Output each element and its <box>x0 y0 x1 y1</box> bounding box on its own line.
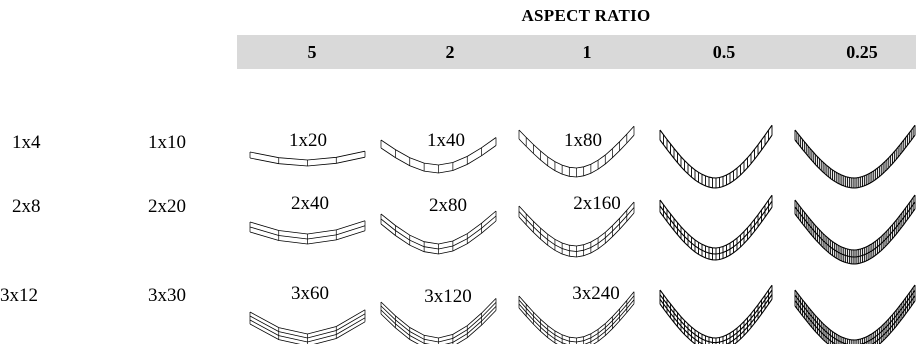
mesh-shape <box>659 194 773 261</box>
mesh-shape <box>518 201 635 258</box>
mesh-shape <box>380 137 497 174</box>
aspect-ratio-1: 1 <box>582 42 592 62</box>
mesh-shape <box>249 309 366 344</box>
mesh-label: 3x120 <box>424 286 472 307</box>
mesh-label: 1x40 <box>427 130 465 151</box>
aspect-ratio-0-5: 0.5 <box>712 42 736 62</box>
mesh-label: 2x80 <box>429 195 467 216</box>
mesh-shape <box>249 150 366 167</box>
mesh-shape <box>249 220 366 245</box>
mesh-shape <box>794 124 916 189</box>
row2-col1-label: 2x8 <box>12 196 41 217</box>
mesh-label: 2x160 <box>573 193 621 214</box>
aspect-ratio-header-band <box>237 35 916 69</box>
mesh-shape <box>518 291 635 344</box>
row1-col1-label: 1x4 <box>12 132 41 153</box>
mesh-shape <box>659 124 773 189</box>
mesh-label: 2x40 <box>291 193 329 214</box>
mesh-shape <box>659 284 773 344</box>
mesh-shape <box>518 125 635 178</box>
aspect-ratio-5: 5 <box>307 42 317 62</box>
aspect-ratio-title: ASPECT RATIO <box>521 6 651 25</box>
aspect-ratio-2: 2 <box>445 42 455 62</box>
mesh-shape <box>380 298 497 344</box>
mesh-label: 1x20 <box>289 130 327 151</box>
mesh-label: 3x240 <box>572 283 620 304</box>
mesh-label: 1x80 <box>564 130 602 151</box>
row3-col2-label: 3x30 <box>148 285 186 306</box>
mesh-shape <box>794 194 916 265</box>
row1-col2-label: 1x10 <box>148 132 186 153</box>
mesh-shape <box>380 210 497 255</box>
row3-col1-label: 3x12 <box>0 285 38 306</box>
mesh-label: 3x60 <box>291 283 329 304</box>
aspect-ratio-0-25: 0.25 <box>846 42 878 62</box>
row2-col2-label: 2x20 <box>148 196 186 217</box>
mesh-shape <box>794 284 916 344</box>
